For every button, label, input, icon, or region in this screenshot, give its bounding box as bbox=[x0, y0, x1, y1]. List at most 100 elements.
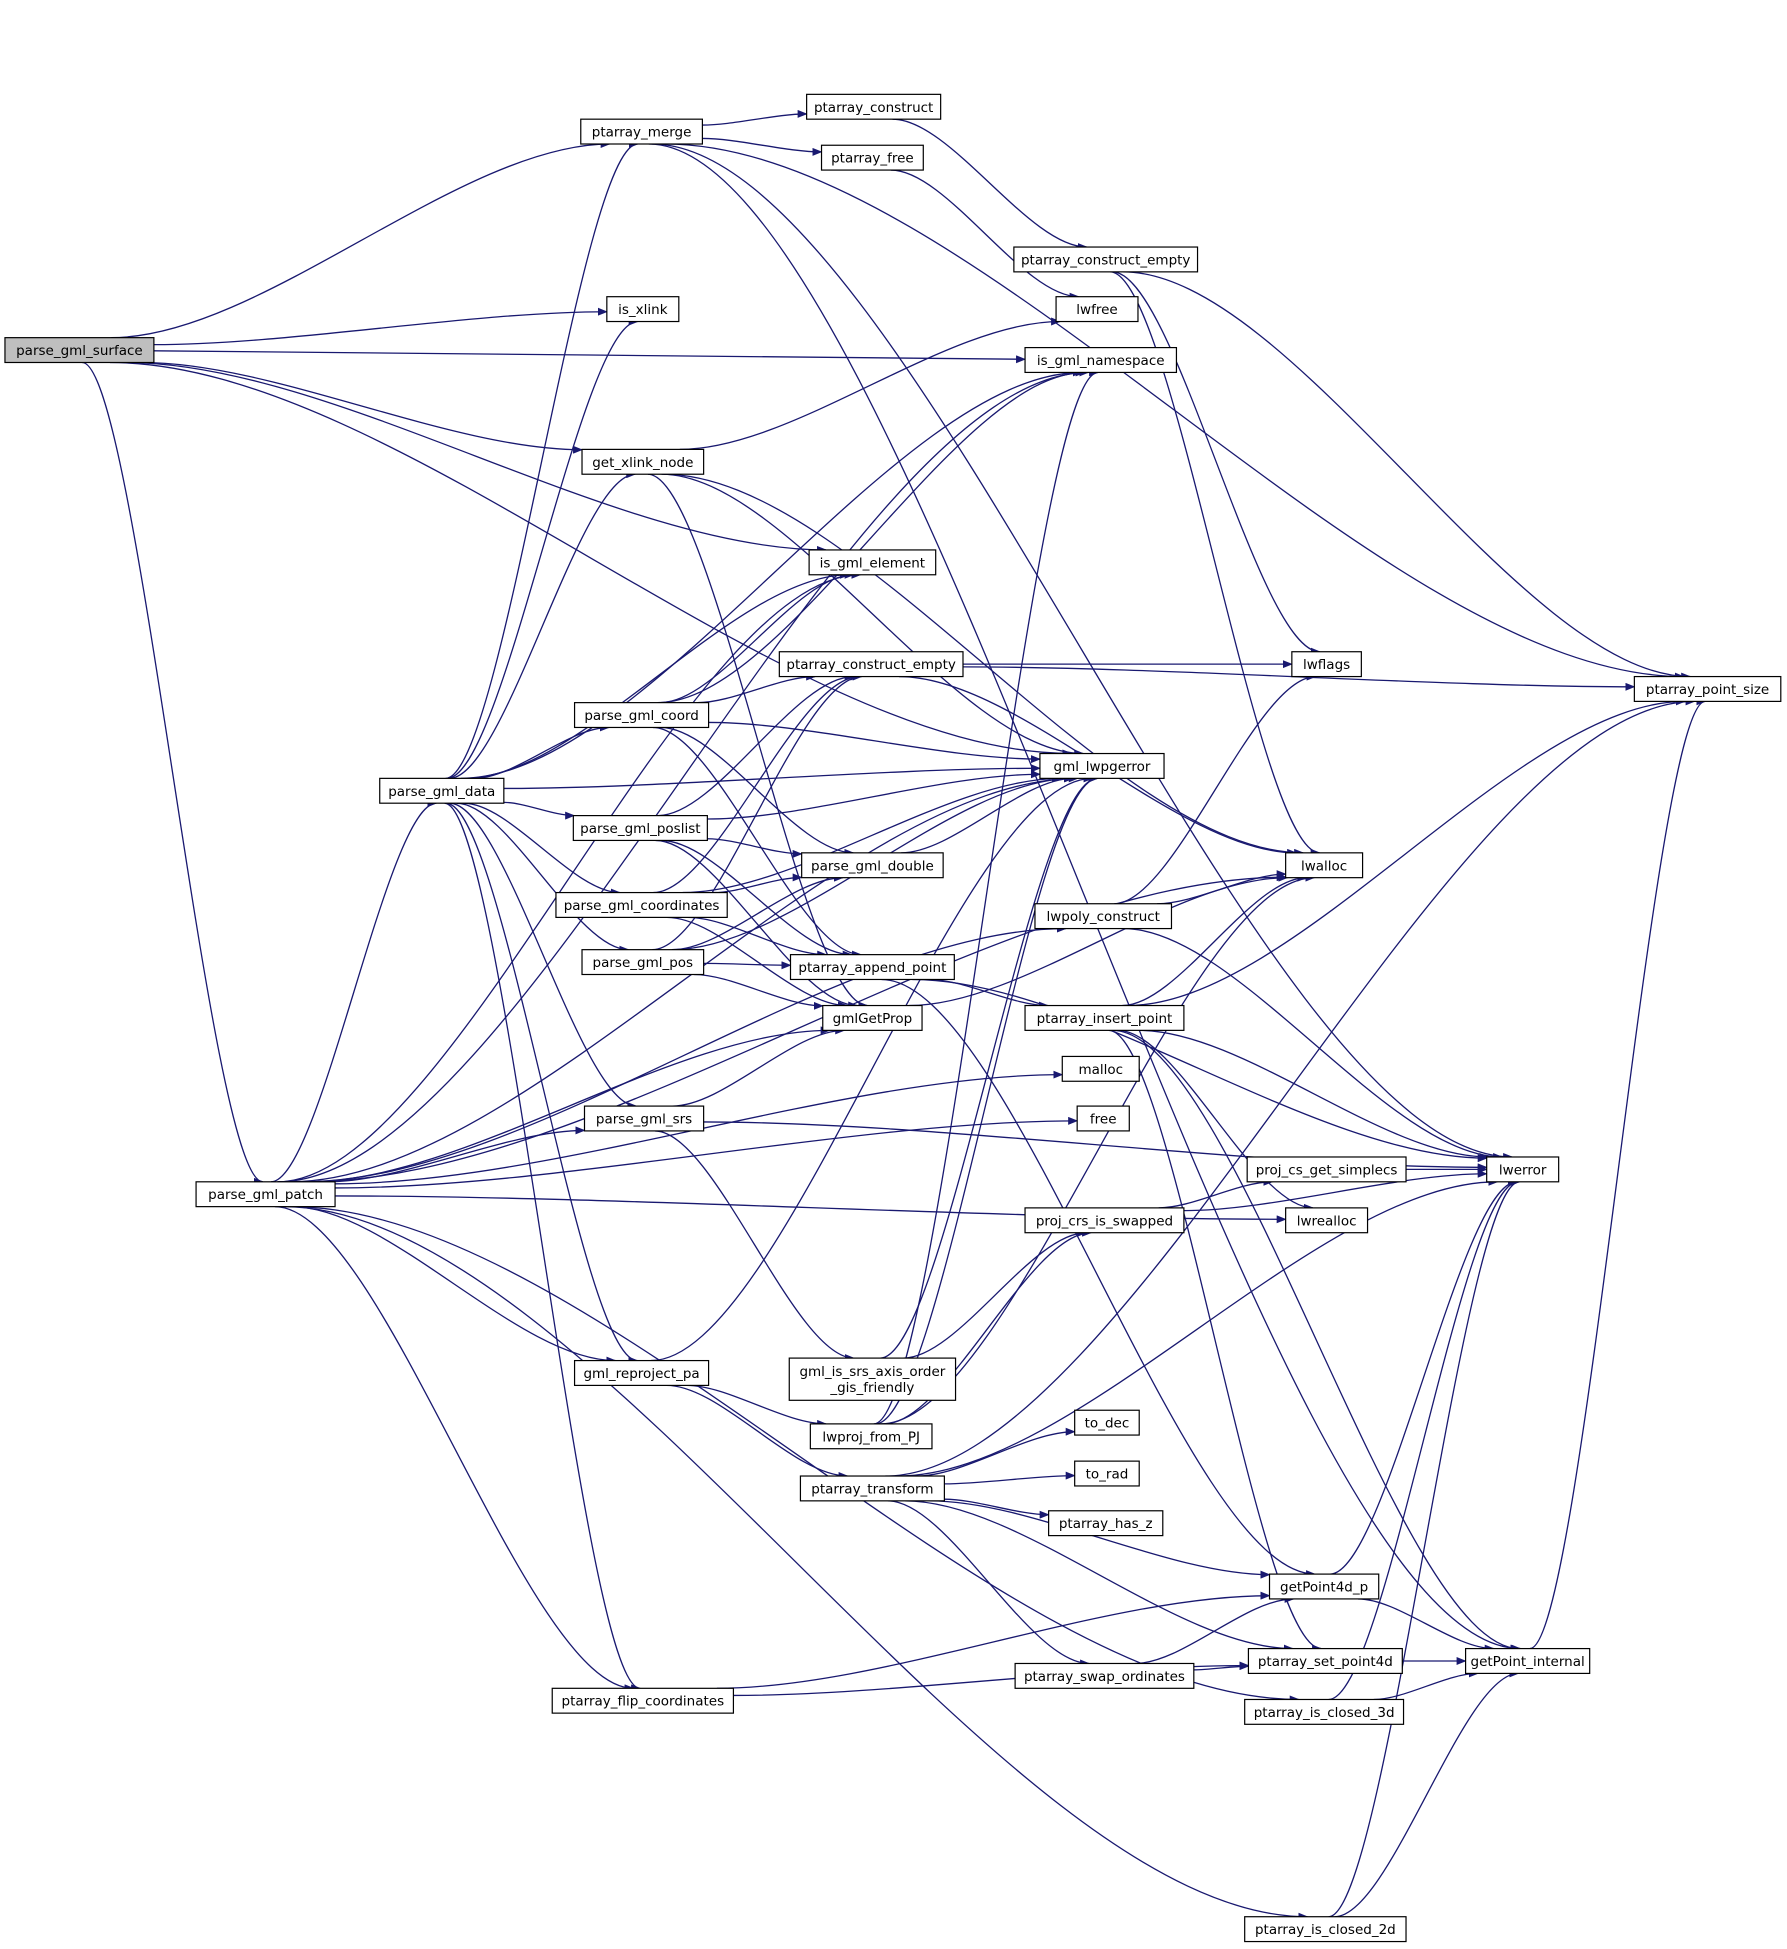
node-ptarray-append-point[interactable]: ptarray_append_point bbox=[789, 954, 955, 981]
node-parse-gml-coord[interactable]: parse_gml_coord bbox=[573, 702, 710, 729]
node-lwalloc[interactable]: lwalloc bbox=[1285, 852, 1364, 879]
node-label: lwrealloc bbox=[1297, 1213, 1357, 1229]
node-box bbox=[1039, 752, 1165, 779]
node-box bbox=[1024, 1004, 1185, 1031]
node-lwproj-from-PJ[interactable]: lwproj_from_PJ bbox=[809, 1423, 933, 1450]
node-label: ptarray_merge bbox=[592, 125, 692, 141]
node-label: parse_gml_coord bbox=[584, 708, 699, 724]
edge-parse-gml-coord-to-is-gml-element bbox=[660, 570, 855, 704]
node-lwerror[interactable]: lwerror bbox=[1486, 1156, 1560, 1183]
node-ptarray-point-size[interactable]: ptarray_point_size bbox=[1633, 675, 1782, 702]
node-label: gml_reproject_pa bbox=[583, 1366, 699, 1382]
edge-parse-gml-data-to-parse-gml-srs bbox=[449, 802, 638, 1111]
edge-lwpoly-construct-to-lwflags bbox=[1114, 672, 1317, 905]
node-ptarray-construct[interactable]: ptarray_construct bbox=[806, 93, 942, 120]
node-label: lwerror bbox=[1499, 1162, 1547, 1178]
node-box bbox=[1055, 296, 1139, 323]
node-ptarray-insert-point[interactable]: ptarray_insert_point bbox=[1024, 1004, 1185, 1031]
node-box bbox=[1024, 1207, 1185, 1234]
node-box bbox=[1244, 1916, 1407, 1943]
node-free[interactable]: free bbox=[1076, 1105, 1130, 1132]
edge-parse-gml-coord-to-ptarray-construct-empty-b bbox=[697, 672, 817, 704]
node-parse-gml-surface[interactable]: parse_gml_surface bbox=[4, 337, 155, 364]
node-box bbox=[606, 296, 680, 323]
node-box bbox=[555, 891, 728, 918]
node-box bbox=[573, 702, 710, 729]
node-box bbox=[580, 118, 703, 145]
node-ptarray-transform[interactable]: ptarray_transform bbox=[799, 1475, 945, 1502]
node-box bbox=[1246, 1156, 1407, 1183]
node-ptarray-set-point4d[interactable]: ptarray_set_point4d bbox=[1247, 1647, 1403, 1675]
node-proj-crs-is-swapped[interactable]: proj_crs_is_swapped bbox=[1024, 1207, 1185, 1234]
node-getPoint4d-p[interactable]: getPoint4d_p bbox=[1268, 1573, 1380, 1600]
node-lwrealloc[interactable]: lwrealloc bbox=[1285, 1207, 1369, 1234]
node-parse-gml-patch[interactable]: parse_gml_patch bbox=[195, 1181, 336, 1208]
node-box bbox=[1486, 1156, 1560, 1183]
edges-layer bbox=[82, 109, 1707, 1921]
node-parse-gml-srs[interactable]: parse_gml_srs bbox=[583, 1105, 705, 1132]
node-label: lwflags bbox=[1303, 657, 1350, 673]
edge-parse-gml-poslist-to-ptarray-append-point bbox=[661, 839, 853, 959]
node-ptarray-swap-ordinates[interactable]: ptarray_swap_ordinates bbox=[1014, 1662, 1195, 1689]
node-ptarray-is-closed-2d[interactable]: ptarray_is_closed_2d bbox=[1244, 1916, 1407, 1943]
node-label: ptarray_construct_empty bbox=[786, 657, 955, 673]
node-ptarray-merge[interactable]: ptarray_merge bbox=[580, 118, 703, 145]
edge-parse-gml-patch-to-is-gml-namespace bbox=[277, 368, 1090, 1183]
node-box bbox=[1247, 1647, 1403, 1675]
node-ptarray-is-closed-3d[interactable]: ptarray_is_closed_3d bbox=[1244, 1698, 1405, 1725]
node-box bbox=[195, 1181, 336, 1208]
node-proj-cs-get-simplecs[interactable]: proj_cs_get_simplecs bbox=[1246, 1156, 1407, 1183]
node-lwpoly-construct[interactable]: lwpoly_construct bbox=[1034, 903, 1173, 930]
edge-parse-gml-surface-to-ptarray-merge bbox=[111, 140, 611, 339]
node-label: ptarray_free bbox=[831, 151, 914, 167]
node-gml-lwpgerror[interactable]: gml_lwpgerror bbox=[1039, 752, 1165, 779]
node-is-xlink[interactable]: is_xlink bbox=[606, 296, 680, 323]
edge-ptarray-transform-to-to-rad bbox=[944, 1471, 1076, 1485]
edge-ptarray-transform-to-ptarray-has-z bbox=[944, 1498, 1050, 1519]
node-box bbox=[1244, 1698, 1405, 1725]
node-label: _gis_friendly bbox=[829, 1380, 914, 1396]
edge-parse-gml-patch-to-is-gml-element bbox=[277, 570, 862, 1183]
node-ptarray-free[interactable]: ptarray_free bbox=[820, 144, 924, 171]
edge-parse-gml-pos-to-gmlGetProp bbox=[693, 973, 824, 1010]
node-getPoint-internal[interactable]: getPoint_internal bbox=[1464, 1647, 1591, 1675]
node-gmlGetProp[interactable]: gmlGetProp bbox=[822, 1004, 923, 1031]
edge-parse-gml-data-to-parse-gml-coord bbox=[474, 723, 610, 780]
node-box bbox=[1048, 1510, 1164, 1537]
node-parse-gml-poslist[interactable]: parse_gml_poslist bbox=[572, 815, 708, 842]
node-get-xlink-node[interactable]: get_xlink_node bbox=[581, 448, 705, 475]
node-lwflags[interactable]: lwflags bbox=[1291, 651, 1362, 678]
node-label: ptarray_is_closed_3d bbox=[1254, 1705, 1395, 1721]
node-is-gml-namespace[interactable]: is_gml_namespace bbox=[1024, 346, 1178, 374]
node-box bbox=[1291, 651, 1362, 678]
node-parse-gml-double[interactable]: parse_gml_double bbox=[801, 852, 944, 879]
edge-parse-gml-surface-to-get-xlink-node bbox=[142, 361, 584, 454]
node-malloc[interactable]: malloc bbox=[1061, 1055, 1140, 1082]
edge-gmlGetProp-to-lwalloc bbox=[909, 873, 1289, 1007]
node-gml-is-srs-axis-order-gis-friendly[interactable]: gml_is_srs_axis_order_gis_friendly bbox=[788, 1357, 957, 1401]
node-label: parse_gml_double bbox=[811, 858, 934, 874]
edge-ptarray-merge-to-lwerror bbox=[652, 143, 1514, 1161]
node-label: getPoint4d_p bbox=[1280, 1580, 1368, 1596]
node-to-dec[interactable]: to_dec bbox=[1074, 1409, 1140, 1436]
node-parse-gml-coordinates[interactable]: parse_gml_coordinates bbox=[555, 891, 728, 918]
node-parse-gml-data[interactable]: parse_gml_data bbox=[379, 777, 505, 804]
edge-parse-gml-data-to-gml-lwpgerror bbox=[503, 764, 1041, 790]
edge-parse-gml-patch-to-parse-gml-srs bbox=[327, 1126, 586, 1183]
edge-parse-gml-poslist-to-parse-gml-double bbox=[707, 838, 803, 858]
node-to-rad[interactable]: to_rad bbox=[1074, 1460, 1140, 1487]
node-ptarray-has-z[interactable]: ptarray_has_z bbox=[1048, 1510, 1164, 1537]
node-is-gml-element[interactable]: is_gml_element bbox=[808, 549, 937, 576]
node-box bbox=[4, 337, 155, 364]
node-label: parse_gml_coordinates bbox=[564, 898, 720, 914]
node-lwfree[interactable]: lwfree bbox=[1055, 296, 1139, 323]
node-parse-gml-pos[interactable]: parse_gml_pos bbox=[581, 949, 705, 976]
edge-ptarray-is-closed-2d-to-getPoint-internal bbox=[1334, 1669, 1520, 1918]
node-ptarray-construct-empty-a[interactable]: ptarray_construct_empty bbox=[1013, 246, 1199, 273]
node-gml-reproject-pa[interactable]: gml_reproject_pa bbox=[573, 1359, 710, 1387]
edge-parse-gml-surface-to-gml-lwpgerror bbox=[109, 361, 1073, 758]
edge-parse-gml-poslist-to-ptarray-construct-empty-b bbox=[657, 672, 855, 817]
node-box bbox=[551, 1687, 735, 1714]
node-ptarray-construct-empty-b[interactable]: ptarray_construct_empty bbox=[778, 651, 964, 678]
node-ptarray-flip-coordinates[interactable]: ptarray_flip_coordinates bbox=[551, 1687, 735, 1714]
